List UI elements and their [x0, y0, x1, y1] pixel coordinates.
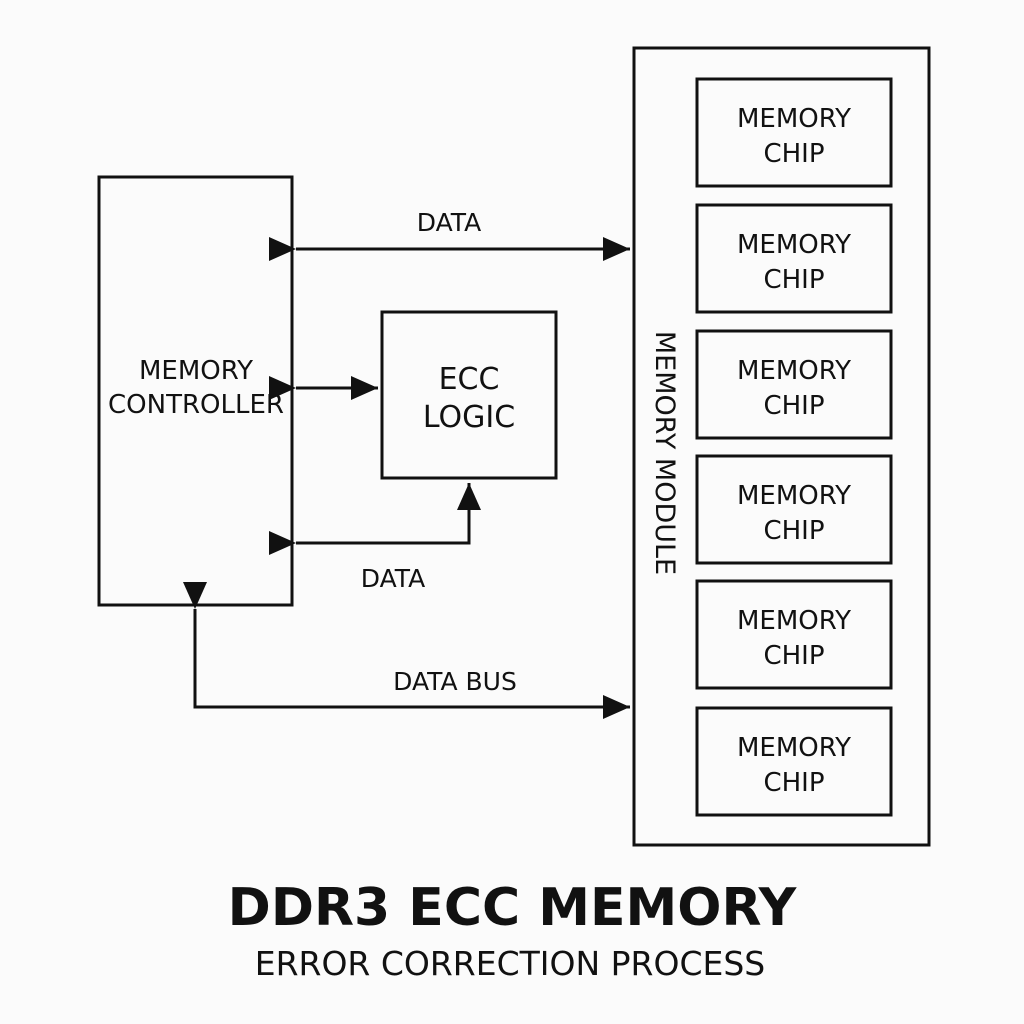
data-bus-connection: DATA BUS	[183, 582, 630, 719]
ecc-logic-label-line2: LOGIC	[423, 400, 515, 435]
top-data-connection: DATA	[269, 208, 630, 261]
memory-chip: MEMORY CHIP	[695, 77, 893, 188]
diagram-title: DDR3 ECC MEMORY	[228, 878, 798, 938]
memory-chip-label-line2: CHIP	[763, 768, 824, 798]
memory-chip-label-line2: CHIP	[763, 265, 824, 295]
memory-controller: MEMORY CONTROLLER	[97, 175, 294, 607]
memory-module-box	[632, 46, 931, 847]
memory-module: MEMORY MODULE MEMORY CHIP MEMORY CHIP ME…	[632, 46, 931, 847]
memory-chip-label-line1: MEMORY	[737, 104, 851, 134]
memory-controller-label-line1: MEMORY	[139, 356, 253, 386]
memory-chip-label-line1: MEMORY	[737, 230, 851, 260]
memory-chip-label-line2: CHIP	[763, 391, 824, 421]
memory-module-label: MEMORY MODULE	[649, 331, 680, 575]
ecc-data-arrow	[269, 483, 481, 555]
data-bus-label: DATA BUS	[393, 667, 517, 696]
memory-chip-label-line1: MEMORY	[737, 733, 851, 763]
ecc-logic: ECC LOGIC	[380, 310, 558, 480]
memory-chip: MEMORY CHIP	[695, 706, 893, 817]
memory-chip: MEMORY CHIP	[695, 454, 893, 565]
ecc-data-label: DATA	[361, 564, 425, 593]
ecc-data-connection: DATA	[269, 483, 481, 593]
memory-chip-label-line1: MEMORY	[737, 481, 851, 511]
memory-chip: MEMORY CHIP	[695, 579, 893, 690]
memory-chip: MEMORY CHIP	[695, 203, 893, 314]
ecc-logic-box	[380, 310, 558, 480]
memory-controller-label-line2: CONTROLLER	[108, 390, 284, 420]
memory-chip-label-line2: CHIP	[763, 516, 824, 546]
memory-chip: MEMORY CHIP	[695, 329, 893, 440]
top-data-label: DATA	[417, 208, 481, 237]
diagram-subtitle: ERROR CORRECTION PROCESS	[255, 944, 766, 983]
memory-chip-label-line1: MEMORY	[737, 606, 851, 636]
ecc-logic-label-line1: ECC	[439, 362, 500, 397]
memory-chip-label-line2: CHIP	[763, 139, 824, 169]
memory-chip-label-line2: CHIP	[763, 641, 824, 671]
data-bus-arrow	[183, 582, 630, 719]
memory-chip-label-line1: MEMORY	[737, 356, 851, 386]
